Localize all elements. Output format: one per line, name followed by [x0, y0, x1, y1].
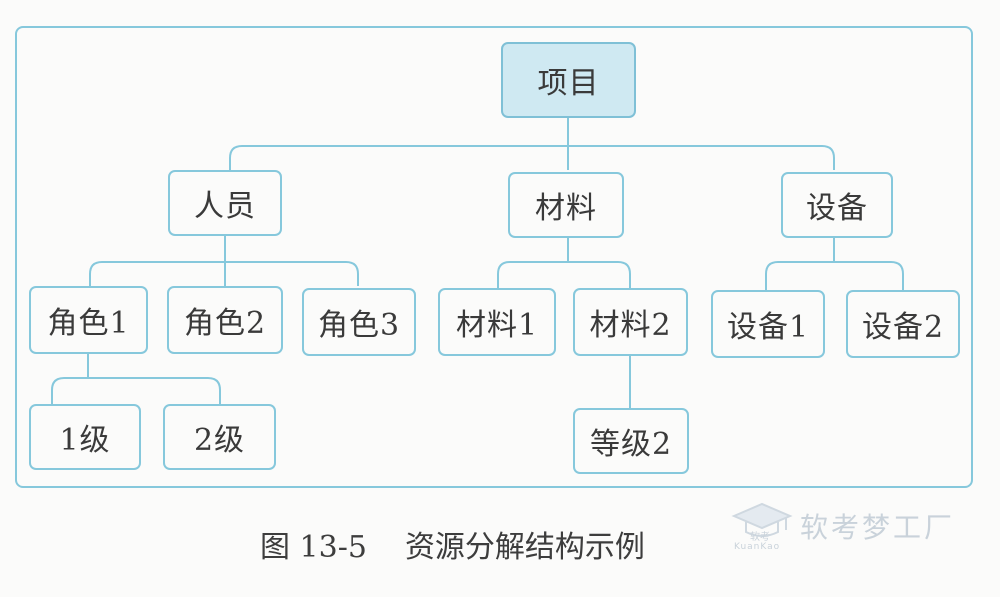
connector-materials-bus: [497, 261, 631, 288]
graduation-cap-icon: [731, 502, 793, 537]
node-equipment-1: 设备1: [711, 290, 825, 358]
node-materials: 材料: [508, 172, 624, 238]
node-role-2: 角色2: [167, 286, 283, 354]
figure-title: 资源分解结构示例: [404, 530, 645, 565]
node-grade-1: 1级: [29, 404, 141, 470]
node-role-3: 角色3: [302, 288, 416, 356]
node-people: 人员: [168, 170, 282, 236]
figure-caption: 图 13-5 资源分解结构示例: [260, 522, 645, 566]
node-project-root: 项目: [501, 42, 636, 118]
node-material2-grade-2: 等级2: [573, 408, 689, 474]
node-material-2: 材料2: [573, 288, 688, 356]
node-material-1: 材料1: [438, 288, 556, 356]
node-equipment: 设备: [781, 172, 893, 238]
node-role-1: 角色1: [29, 286, 148, 354]
connector-equipment-bus: [765, 261, 904, 290]
figure-number: 图 13-5: [260, 530, 367, 565]
watermark-text: 软考梦工厂: [800, 511, 956, 544]
node-equipment-2: 设备2: [846, 290, 960, 358]
watermark: 软考 KuanKao 软考梦工厂: [728, 494, 988, 564]
diagram-frame: [15, 26, 973, 488]
node-grade-2: 2级: [163, 404, 276, 470]
connector-level1-bus: [229, 145, 835, 170]
connector-grades-bus: [51, 377, 221, 404]
watermark-sub-cn: 软考: [750, 532, 770, 543]
watermark-sub-en: KuanKao: [734, 542, 781, 552]
